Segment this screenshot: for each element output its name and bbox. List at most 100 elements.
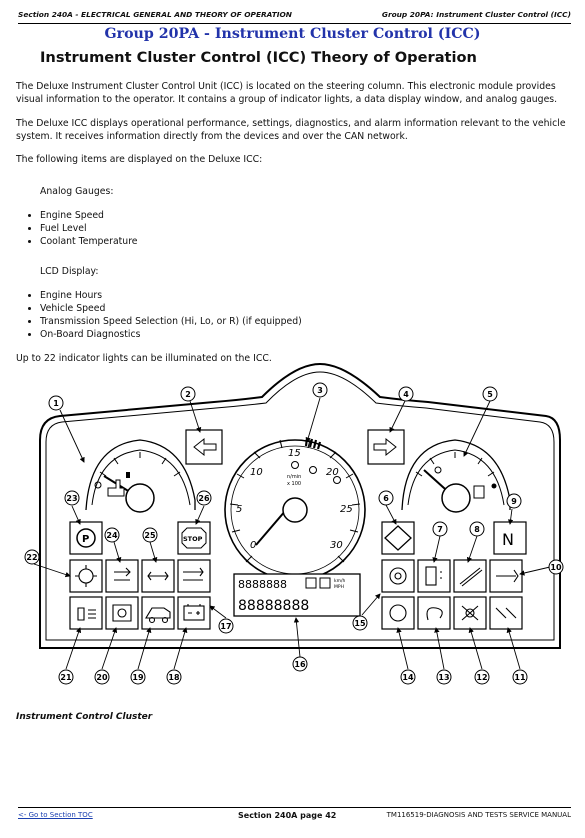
svg-text:4: 4 xyxy=(403,390,409,399)
callout-22: 22 xyxy=(24,549,40,565)
paragraph-location: The Deluxe Instrument Cluster Control Un… xyxy=(16,81,558,105)
callout-16: 16 xyxy=(292,656,308,672)
neutral-icon: N xyxy=(502,530,514,549)
svg-text:9: 9 xyxy=(511,497,517,506)
callout-17: 17 xyxy=(218,618,234,634)
svg-text:2: 2 xyxy=(185,390,191,399)
callout-3: 3 xyxy=(312,382,328,398)
section-toc-link[interactable]: <- Go to Section TOC xyxy=(18,811,93,819)
lcd-display-label: LCD Display: xyxy=(40,266,99,277)
svg-text:11: 11 xyxy=(514,673,526,682)
callout-8: 8 xyxy=(469,521,485,537)
paragraph-function: The Deluxe ICC displays operational perf… xyxy=(16,118,566,142)
indicator-lights: P STOP N xyxy=(69,521,527,630)
callout-11: 11 xyxy=(512,669,528,685)
svg-text:16: 16 xyxy=(294,660,306,669)
lcd-display: 8888888 km/h MPH 88888888 xyxy=(233,573,361,617)
callout-2: 2 xyxy=(180,386,196,402)
svg-text:26: 26 xyxy=(198,494,210,503)
list-item: Transmission Speed Selection (Hi, Lo, or… xyxy=(40,315,302,328)
callout-4: 4 xyxy=(398,386,414,402)
list-item: Coolant Temperature xyxy=(40,235,138,248)
svg-text:23: 23 xyxy=(66,494,77,503)
svg-text:5: 5 xyxy=(487,390,493,399)
page-title: Instrument Cluster Control (ICC) Theory … xyxy=(40,49,477,66)
tach-label-20: 20 xyxy=(326,467,339,478)
callout-12: 12 xyxy=(474,669,490,685)
callout-9: 9 xyxy=(506,493,522,509)
coolant-temp-icon xyxy=(126,472,130,478)
callout-1: 1 xyxy=(48,395,64,411)
list-item: Engine Hours xyxy=(40,289,302,302)
callout-6: 6 xyxy=(378,490,394,506)
callout-25: 25 xyxy=(142,527,158,543)
tach-label-30: 30 xyxy=(330,540,343,551)
engine-oil-icon xyxy=(291,461,299,469)
tach-label-10: 10 xyxy=(250,467,263,478)
callout-14: 14 xyxy=(400,669,416,685)
header-group: Group 20PA: Instrument Cluster Control (… xyxy=(381,10,571,19)
stop-icon xyxy=(181,527,207,549)
tachometer: 0 5 10 15 20 25 30 n/min x 100 xyxy=(224,437,366,581)
callout-21: 21 xyxy=(58,669,74,685)
svg-text:1: 1 xyxy=(53,399,59,408)
lcd-row-2: 88888888 xyxy=(238,598,309,614)
callout-20: 20 xyxy=(94,669,110,685)
callout-18: 18 xyxy=(166,669,182,685)
footer-rule xyxy=(18,807,571,808)
svg-text:20: 20 xyxy=(96,673,108,682)
svg-text:P: P xyxy=(82,534,89,545)
header-rule xyxy=(18,23,571,24)
callout-19: 19 xyxy=(130,669,146,685)
fuel-pump-icon xyxy=(107,479,125,497)
page-number: Section 240A page 42 xyxy=(238,811,337,820)
manual-id: TM116519-DIAGNOSIS AND TESTS SERVICE MAN… xyxy=(386,811,571,819)
svg-text:25: 25 xyxy=(144,531,156,540)
warning-diamond-icon xyxy=(384,525,412,551)
callout-24: 24 xyxy=(104,527,120,543)
svg-text:8: 8 xyxy=(474,525,480,534)
indicator-note: Up to 22 indicator lights can be illumin… xyxy=(16,353,272,364)
turn-left-arrow-icon xyxy=(193,437,217,457)
svg-text:6: 6 xyxy=(383,494,389,503)
callout-10: 10 xyxy=(548,559,564,575)
tach-label-5: 5 xyxy=(236,504,242,515)
svg-text:14: 14 xyxy=(402,673,414,682)
cluster-housing xyxy=(39,362,561,649)
svg-text:10: 10 xyxy=(550,563,562,572)
callout-26: 26 xyxy=(196,490,212,506)
lcd-unit-mph: MPH xyxy=(334,584,344,590)
group-title: Group 20PA - Instrument Cluster Control … xyxy=(104,26,481,42)
coolant-temp-gauge xyxy=(85,439,196,513)
callout-23: 23 xyxy=(64,490,80,506)
svg-text:13: 13 xyxy=(438,673,449,682)
analog-gauges-list: Engine Speed Fuel Level Coolant Temperat… xyxy=(18,209,138,248)
svg-text:3: 3 xyxy=(317,386,323,395)
svg-text:15: 15 xyxy=(354,619,366,628)
callout-7: 7 xyxy=(432,521,448,537)
fuel-gauge xyxy=(401,439,511,513)
figure-caption: Instrument Control Cluster xyxy=(16,712,153,722)
tach-unit-rpm: n/min xyxy=(287,474,301,480)
list-item: Vehicle Speed xyxy=(40,302,302,315)
svg-text:18: 18 xyxy=(168,673,180,682)
list-item: Fuel Level xyxy=(40,222,138,235)
callout-13: 13 xyxy=(436,669,452,685)
tach-label-25: 25 xyxy=(340,504,353,515)
analog-gauges-label: Analog Gauges: xyxy=(40,186,114,197)
svg-text:21: 21 xyxy=(60,673,72,682)
list-item: Engine Speed xyxy=(40,209,138,222)
svg-text:19: 19 xyxy=(132,673,144,682)
lcd-unit-kmh: km/h xyxy=(334,578,346,584)
svg-text:17: 17 xyxy=(220,622,231,631)
svg-text:12: 12 xyxy=(476,673,487,682)
lcd-row-1: 8888888 xyxy=(238,578,287,591)
turn-right-arrow-icon xyxy=(373,437,397,457)
tach-unit-scale: x 100 xyxy=(287,481,301,487)
svg-text:24: 24 xyxy=(106,531,118,540)
paragraph-items-intro: The following items are displayed on the… xyxy=(16,154,263,165)
parking-brake-icon xyxy=(76,528,96,548)
svg-text:7: 7 xyxy=(437,525,443,534)
tach-label-0: 0 xyxy=(250,540,256,551)
